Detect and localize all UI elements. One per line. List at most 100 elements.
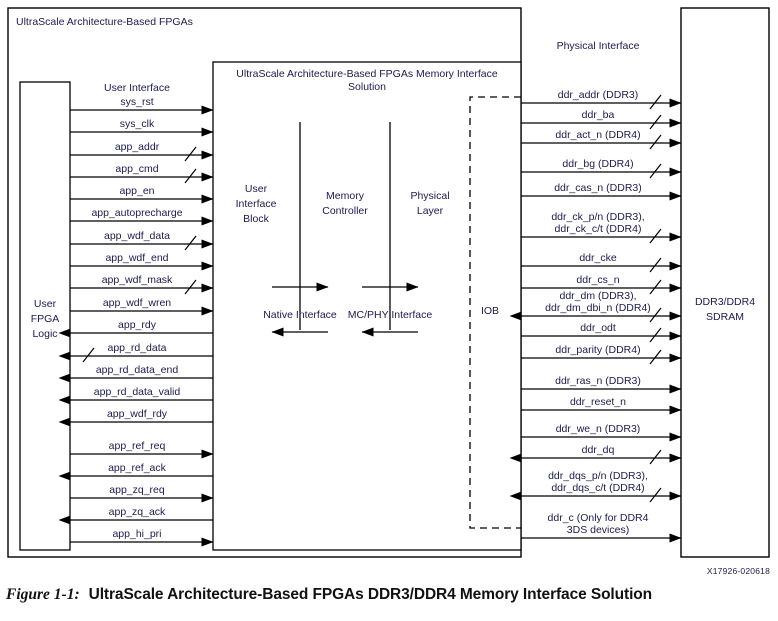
bus-slash-icon — [184, 279, 197, 295]
signal-label: app_addr — [115, 141, 160, 153]
signal-label: ddr_reset_n — [570, 396, 626, 408]
iob-label: IOB — [481, 305, 499, 317]
signal-ddr_odt: ddr_odt — [521, 322, 682, 343]
signal-label: ddr_addr (DDR3) — [558, 89, 639, 101]
signal-label: ddr_dqs_p/n (DDR3), — [548, 470, 648, 482]
signal-label: ddr_cas_n (DDR3) — [554, 182, 642, 194]
bus-slash-icon — [649, 94, 662, 110]
iob-dashed-box — [469, 96, 521, 529]
signal-app_wdf_data: app_wdf_data — [70, 230, 214, 251]
figure-id-code: X17926-020618 — [706, 566, 770, 576]
signal-label: ddr_ras_n (DDR3) — [555, 375, 641, 387]
signal-label: ddr_cs_n — [576, 274, 619, 286]
signal-ddr_cke: ddr_cke — [521, 252, 682, 273]
signal-label: app_zq_ack — [109, 506, 166, 518]
user-interface-block-label-0: User — [245, 183, 268, 195]
signal-label: 3DS devices) — [567, 524, 629, 536]
signal-label: app_en — [119, 185, 154, 197]
bus-slash-icon — [649, 307, 662, 323]
memory-controller-label-1: Controller — [322, 205, 368, 217]
signal-label: app_hi_pri — [112, 528, 161, 540]
signal-ddr_parity (DDR4): ddr_parity (DDR4) — [521, 344, 682, 365]
signal-app_wdf_rdy: app_wdf_rdy — [58, 408, 213, 427]
bus-slash-icon — [649, 349, 662, 365]
signal-app_en: app_en — [70, 185, 214, 204]
signal-app_zq_req: app_zq_req — [70, 484, 214, 503]
signal-app_rd_data: app_rd_data — [58, 342, 213, 363]
bus-slash-icon — [649, 228, 662, 244]
signal-app_zq_ack: app_zq_ack — [58, 506, 213, 525]
signal-label: app_rd_data_end — [96, 364, 178, 376]
signal-label: ddr_parity (DDR4) — [555, 344, 640, 356]
outer-fpga-box-title: UltraScale Architecture-Based FPGAs — [16, 16, 193, 28]
signal-app_ref_req: app_ref_req — [70, 440, 214, 459]
signal-app_hi_pri: app_hi_pri — [70, 528, 214, 547]
signal-ddr_ck_p/n (DDR3),: ddr_ck_p/n (DDR3),ddr_ck_c/t (DDR4) — [521, 211, 682, 244]
signal-app_wdf_end: app_wdf_end — [70, 252, 214, 271]
user-interface-heading: User Interface — [104, 82, 170, 94]
signal-ddr_ras_n (DDR3): ddr_ras_n (DDR3) — [521, 375, 682, 394]
signal-ddr_c (Only for DDR4: ddr_c (Only for DDR43DS devices) — [521, 512, 682, 543]
signal-label: ddr_ck_p/n (DDR3), — [551, 211, 644, 223]
bus-slash-icon — [649, 449, 662, 465]
user-fpga-logic-label-1: FPGA — [31, 313, 60, 325]
physical-layer-label-0: Physical — [410, 190, 449, 202]
signal-ddr_cas_n (DDR3): ddr_cas_n (DDR3) — [521, 182, 682, 201]
signal-app_autoprecharge: app_autoprecharge — [70, 207, 214, 226]
bus-slash-icon — [184, 168, 197, 184]
signal-label: sys_clk — [120, 118, 155, 130]
signal-label: app_wdf_rdy — [107, 408, 168, 420]
signal-ddr_dm (DDR3),: ddr_dm (DDR3),ddr_dm_dbi_n (DDR4) — [509, 290, 682, 323]
signal-app_rd_data_valid: app_rd_data_valid — [58, 386, 213, 405]
signal-ddr_act_n (DDR4): ddr_act_n (DDR4) — [521, 129, 682, 150]
signal-label: ddr_ck_c/t (DDR4) — [555, 223, 642, 235]
user-interface-signals: sys_rst sys_clk app_addr app_cmd app_en app_a… — [58, 96, 214, 547]
signal-label: ddr_dm_dbi_n (DDR4) — [545, 302, 651, 314]
signal-label: ddr_dq — [582, 444, 615, 456]
bus-slash-icon — [649, 327, 662, 343]
signal-app_rd_data_end: app_rd_data_end — [58, 364, 213, 383]
signal-label: app_ref_ack — [108, 462, 167, 474]
signal-label: ddr_odt — [580, 322, 616, 334]
signal-ddr_dq: ddr_dq — [509, 444, 682, 465]
signal-label: app_wdf_end — [105, 252, 168, 264]
signal-sys_rst: sys_rst — [70, 96, 214, 115]
signal-app_wdf_mask: app_wdf_mask — [70, 274, 214, 295]
signal-label: ddr_dm (DDR3), — [559, 290, 636, 302]
signal-ddr_reset_n: ddr_reset_n — [521, 396, 682, 415]
user-interface-block-label-2: Block — [243, 213, 269, 225]
signal-label: ddr_dqs_c/t (DDR4) — [551, 482, 644, 494]
signal-label: app_cmd — [115, 163, 158, 175]
bus-slash-icon — [649, 257, 662, 273]
signal-ddr_dqs_p/n (DDR3),: ddr_dqs_p/n (DDR3),ddr_dqs_c/t (DDR4) — [509, 470, 682, 503]
solution-title-line1: UltraScale Architecture-Based FPGAs Memo… — [236, 68, 498, 80]
signal-label: app_rdy — [118, 319, 157, 331]
bus-slash-icon — [649, 163, 662, 179]
mcphy-interface-label: MC/PHY Interface — [348, 309, 433, 321]
figure-caption: Figure 1-1: UltraScale Architecture-Base… — [0, 586, 778, 604]
ddr-sdram-label-0: DDR3/DDR4 — [695, 296, 755, 308]
signal-sys_clk: sys_clk — [70, 118, 214, 137]
native-interface-label: Native Interface — [263, 309, 337, 321]
physical-layer-label-1: Layer — [417, 205, 444, 217]
signal-app_addr: app_addr — [70, 141, 214, 162]
signal-label: app_rd_data_valid — [94, 386, 181, 398]
signal-app_cmd: app_cmd — [70, 163, 214, 184]
signal-ddr_bg (DDR4): ddr_bg (DDR4) — [521, 158, 682, 179]
bus-slash-icon — [649, 487, 662, 503]
signal-label: ddr_c (Only for DDR4 — [548, 512, 649, 524]
user-fpga-logic-label-0: User — [34, 298, 57, 310]
signal-label: app_wdf_wren — [103, 297, 171, 309]
signal-label: app_wdf_mask — [102, 274, 173, 286]
signal-label: ddr_cke — [579, 252, 617, 264]
user-interface-block-label-1: Interface — [236, 198, 277, 210]
figure-label: Figure 1-1: — [6, 586, 80, 603]
signal-ddr_ba: ddr_ba — [521, 109, 682, 130]
ddr-sdram-label-1: SDRAM — [706, 311, 744, 323]
signal-ddr_addr (DDR3): ddr_addr (DDR3) — [521, 89, 682, 110]
solution-title-line2: Solution — [348, 81, 386, 93]
signal-app_rdy: app_rdy — [58, 319, 213, 338]
signal-label: app_zq_req — [109, 484, 165, 496]
